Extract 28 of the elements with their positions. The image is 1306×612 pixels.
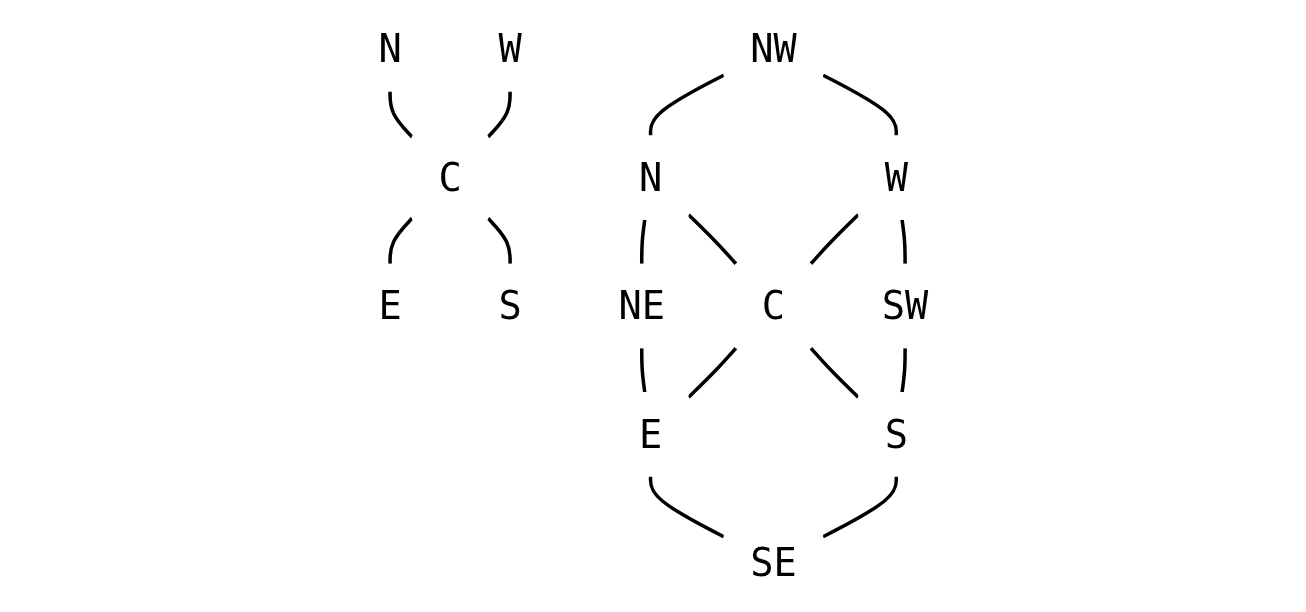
node-text: NW (749, 26, 797, 72)
connector (648, 73, 725, 136)
connector (821, 476, 898, 539)
node-text: NE (618, 283, 665, 328)
node-text: C (438, 154, 462, 200)
connector (809, 213, 860, 265)
node-text: N (638, 154, 662, 200)
node-text: W (498, 26, 522, 72)
node-text: E (638, 411, 662, 457)
connector (648, 476, 725, 539)
connector (821, 73, 898, 136)
node-text: S (498, 283, 522, 328)
node-text: SW (881, 283, 928, 328)
connector (387, 91, 413, 139)
node-text: E (378, 283, 402, 328)
node-text: C (761, 283, 785, 328)
connector (809, 347, 860, 399)
connector (486, 217, 512, 264)
node-text: N (378, 26, 402, 72)
connector (899, 219, 907, 264)
connector (639, 219, 647, 264)
connector (639, 348, 647, 393)
connector (486, 91, 512, 139)
node-text: S (884, 411, 908, 457)
connector (899, 348, 907, 393)
node-text: SE (749, 539, 797, 585)
connector (387, 217, 413, 264)
node-text: W (884, 154, 908, 200)
